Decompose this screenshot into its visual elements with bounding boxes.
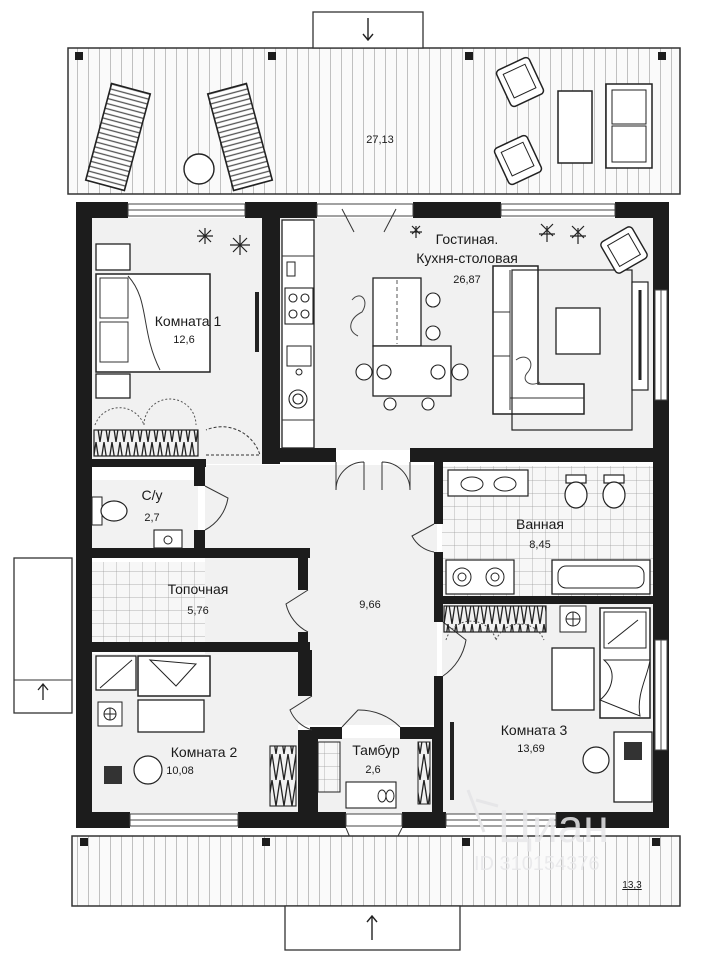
- west-storage: [13, 557, 73, 714]
- bath-name: Ванная: [516, 516, 564, 532]
- chair-icon: [355, 292, 469, 411]
- bedroom-2: Комната 2 10,08: [95, 655, 297, 807]
- bath-area: 8,45: [529, 539, 550, 551]
- bedroom-1-area: 12,6: [173, 334, 194, 346]
- arrow-up-icon: [37, 682, 49, 700]
- sofa-icon: [605, 83, 653, 169]
- boiler-name: Топочная: [168, 581, 229, 597]
- desk-icon: [551, 647, 595, 711]
- bidet-icon: [564, 474, 588, 509]
- vestibule-area: 2,6: [365, 764, 380, 776]
- bedroom-3-name: Комната 3: [501, 722, 568, 738]
- vestibule-name: Тамбур: [352, 742, 400, 758]
- plant-icon: [197, 228, 250, 255]
- bathtub-icon: [551, 559, 651, 595]
- laptop-icon: [624, 742, 642, 760]
- round-table-icon: [183, 153, 215, 185]
- wardrobe-icon: [93, 429, 199, 457]
- nightstand-icon: [95, 655, 137, 691]
- bench-icon: [345, 781, 397, 809]
- bedroom-1-name: Комната 1: [155, 313, 222, 329]
- plant-icon: [410, 223, 586, 244]
- living-area: 26,87: [453, 274, 481, 286]
- bottom-terrace-area: 13,3: [622, 880, 642, 891]
- bathroom: Ванная 8,45: [445, 469, 651, 595]
- desk-icon: [137, 699, 205, 733]
- office-chair-icon: [582, 746, 610, 774]
- sunbed-icon: [206, 82, 274, 192]
- office-chair-icon: [133, 755, 163, 785]
- shoe-rack-icon: [317, 741, 341, 793]
- terrace-table-icon: [557, 90, 593, 164]
- nightstand-icon: [95, 373, 131, 399]
- toilet-icon: [602, 474, 626, 509]
- bedroom-1: Комната 1 12,6: [93, 228, 259, 457]
- wc: С/у 2,7: [91, 487, 183, 549]
- watermark-brand: Циан: [498, 800, 609, 852]
- bedroom-3-area: 13,69: [517, 743, 545, 755]
- entry-arrow-icon: [362, 18, 374, 42]
- wardrobe-icon: [269, 745, 297, 807]
- fan-icon: [97, 701, 123, 727]
- top-terrace-area: 27,13: [366, 134, 394, 146]
- watermark-id: ID 310154376: [474, 853, 600, 875]
- hob-icon: [284, 287, 314, 325]
- sunbed-icon: [84, 82, 152, 192]
- sink-icon: [286, 345, 312, 367]
- bedroom-3: Комната 3 13,69: [443, 605, 653, 803]
- entry-arrow-icon: [366, 914, 378, 940]
- corner-sofa-icon: [492, 265, 585, 415]
- armchair-icon: [495, 56, 545, 108]
- boiler-room: Топочная 5,76: [168, 581, 229, 617]
- bedroom-2-name: Комната 2: [171, 744, 238, 760]
- wc-name: С/у: [142, 487, 163, 503]
- washer-dryer-icon: [445, 559, 515, 595]
- armchair-icon: [600, 226, 648, 274]
- armchair-icon: [493, 134, 543, 186]
- coffee-table-icon: [555, 307, 601, 355]
- top-terrace: 27,13: [67, 11, 681, 195]
- coat-rack-icon: [417, 741, 431, 805]
- toilet-icon: [100, 500, 128, 522]
- living-name-line2: Кухня-столовая: [416, 250, 518, 266]
- wash-basin-icon: [153, 529, 183, 549]
- living-kitchen: Гостиная. Кухня-столовая 26,87: [281, 219, 649, 449]
- plant-icon: [350, 295, 366, 337]
- bedroom-2-area: 10,08: [166, 765, 194, 777]
- wc-area: 2,7: [144, 512, 159, 524]
- watermark: Циан ID 310154376: [466, 789, 609, 875]
- cian-logo-icon: [466, 789, 499, 833]
- laptop-icon: [104, 766, 122, 784]
- hall-area: 9,66: [359, 599, 380, 611]
- vestibule: Тамбур 2,6: [317, 741, 431, 809]
- windows: [127, 203, 668, 827]
- hall: 9,66: [359, 599, 380, 611]
- bottom-terrace: 13,3: [71, 835, 681, 951]
- fan-icon: [559, 605, 587, 633]
- living-name-line1: Гостиная.: [436, 231, 499, 247]
- boiler-area: 5,76: [187, 605, 208, 617]
- kitchen-counter: [281, 219, 315, 449]
- wardrobe-icon: [443, 605, 547, 633]
- nightstand-icon: [95, 243, 131, 271]
- washing-machine-icon: [288, 389, 308, 409]
- fridge-handle-icon: [286, 261, 296, 277]
- bed-icon: [599, 607, 651, 719]
